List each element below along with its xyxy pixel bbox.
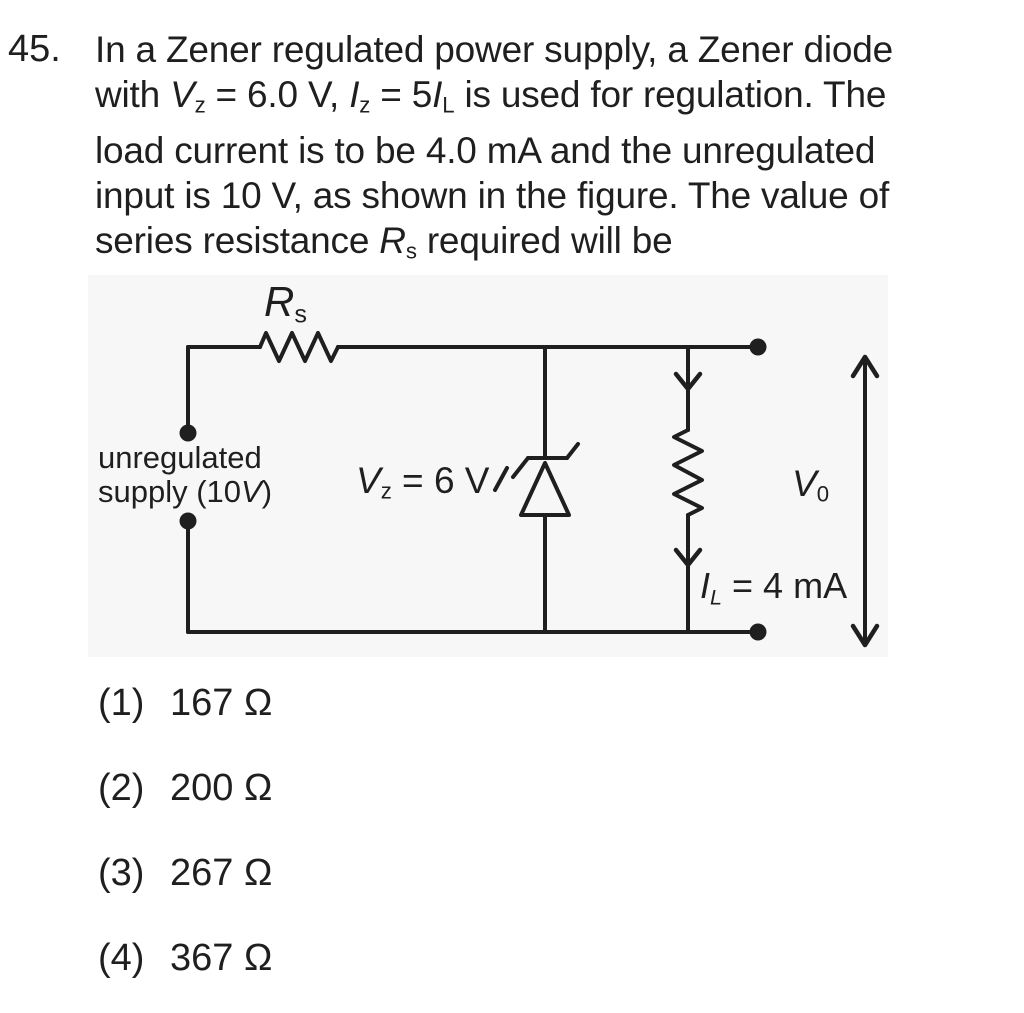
option-2: (2) 200 Ω bbox=[98, 766, 272, 811]
v0-arrow bbox=[850, 354, 880, 648]
question-text: In a Zener regulated power supply, a Zen… bbox=[95, 29, 894, 264]
option-1-value: 167 Ω bbox=[170, 682, 273, 724]
question-number: 45. bbox=[8, 28, 61, 70]
il-label: IL = 4 mA bbox=[700, 565, 848, 610]
rs-label: Rs bbox=[264, 278, 307, 329]
node-dots bbox=[749, 338, 767, 641]
option-1-number: (1) bbox=[98, 682, 145, 724]
option-4-value: 367 Ω bbox=[170, 937, 273, 979]
option-4-number: (4) bbox=[98, 937, 145, 979]
option-3-value: 267 Ω bbox=[170, 852, 273, 894]
option-4: (4) 367 Ω bbox=[98, 936, 272, 981]
series-resistor-symbol bbox=[258, 331, 340, 363]
circuit-diagram bbox=[179, 331, 880, 648]
option-3: (3) 267 Ω bbox=[98, 851, 272, 896]
option-2-value: 200 Ω bbox=[170, 767, 273, 809]
question-block: 45. In a Zener regulated power supply, a… bbox=[8, 27, 1010, 273]
option-2-number: (2) bbox=[98, 767, 145, 809]
v0-label: V0 bbox=[792, 463, 830, 507]
supply-terminals bbox=[179, 345, 197, 634]
load-resistor-symbol bbox=[672, 345, 704, 634]
option-1: (1) 167 Ω bbox=[98, 681, 272, 726]
option-3-number: (3) bbox=[98, 852, 145, 894]
zener-diode-symbol bbox=[493, 345, 580, 634]
vz-label: Vz = 6 V bbox=[356, 460, 490, 504]
